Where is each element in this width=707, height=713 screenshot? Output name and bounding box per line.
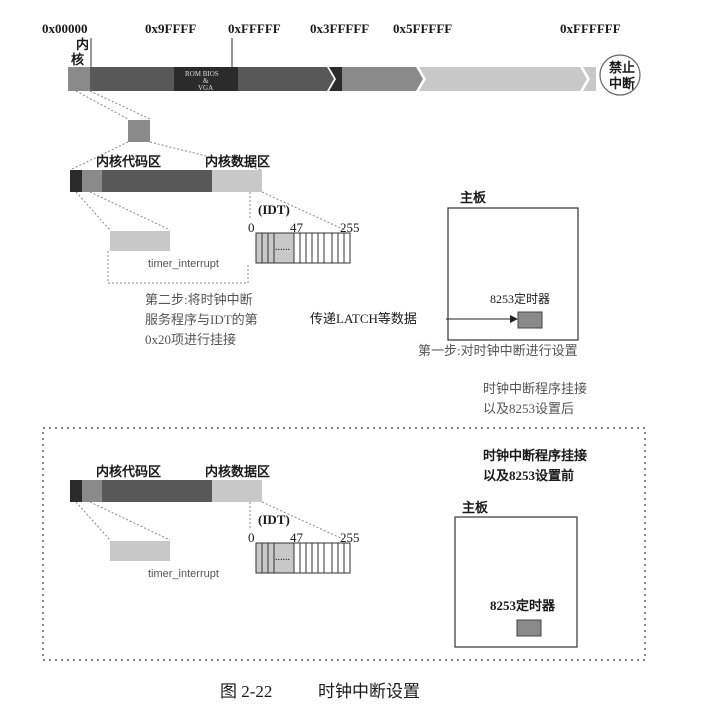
memory-segment-4 [583,67,596,91]
idt-index-47-before: 47 [290,530,304,545]
timer-interrupt-block-after [110,231,170,251]
address-label-0xfffff: 0xFFFFF [228,21,281,36]
timer-link-b [89,191,171,231]
before-state-frame [42,427,646,661]
idt-index-47-after: 47 [290,220,304,235]
idt-table-before [255,542,351,574]
caption-number: 图 2-22 [220,682,272,701]
kernel-data-area-before [212,480,262,502]
idt-label-before: (IDT) [258,512,290,527]
kernel-label-line2: 核 [71,52,84,67]
mainboard-label-before: 主板 [462,500,489,515]
before-state-note-line1: 时钟中断程序挂接 [483,448,587,463]
idt-index-0-after: 0 [248,220,255,235]
zoom-line-left [75,90,129,120]
caption-title: 时钟中断设置 [318,682,420,701]
address-label-0x3fffff: 0x3FFFFF [310,21,369,36]
memory-map: 0x00000 0x9FFFF 0xFFFFF 0x3FFFFF 0x5FFFF… [42,21,641,171]
idt-index-255-before: 255 [340,530,360,545]
timer-interrupt-block-before [110,541,170,561]
timer-chip-before [516,619,542,637]
zoom-line2-left [69,141,129,171]
rom-amp-label: & [203,77,209,85]
after-state-note-line2: 以及8253设置后 [483,401,574,416]
idt-table-after [255,232,351,264]
kernel-code-area-before [102,480,212,502]
idt-index-0-before: 0 [248,530,255,545]
address-label-0x00000: 0x00000 [42,21,88,36]
before-state-note-line2: 以及8253设置前 [483,468,574,483]
kernel-code-label-after: 内核代码区 [96,154,161,169]
before-state: 内核代码区 内核数据区 timer_interrupt (IDT) 0 47 2… [42,427,646,661]
idt-link-d [261,501,346,541]
mainboard-box-before [454,516,578,648]
figure-caption: 图 2-22 时钟中断设置 [220,682,420,701]
kernel-label-line1: 内 [76,37,89,52]
address-label-0xffffff: 0xFFFFFF [560,21,621,36]
timer-chip-label-after: 8253定时器 [490,291,550,306]
kernel-zoom-box [128,120,150,142]
kernel-code-head-after [70,170,82,192]
timer-interrupt-label-before: timer_interrupt [148,568,219,580]
idt-dots-before: ...... [275,552,290,563]
kernel-data-label-after: 内核数据区 [205,154,270,169]
zoom-line2-right [149,141,263,171]
step2-line2: 服务程序与IDT的第 [145,312,258,327]
kernel-data-area-after [212,170,262,192]
timer-link-a [75,191,111,231]
after-state: 内核代码区 内核数据区 timer_interrupt (IDT) 0 47 2… [70,154,587,416]
mainboard-label-after: 主板 [460,190,487,205]
kernel-code-label-before: 内核代码区 [96,464,161,479]
timer-link-c [75,501,111,541]
timer-link-d [89,501,171,541]
after-state-note-line1: 时钟中断程序挂接 [483,381,587,396]
disable-interrupt-circle [599,54,641,96]
kernel-data-label-before: 内核数据区 [205,464,270,479]
timer-chip-after [517,311,543,329]
timer-interrupt-label-after: timer_interrupt [148,258,219,270]
idt-label-after: (IDT) [258,202,290,217]
vga-label: VGA [198,84,213,92]
address-label-0x5fffff: 0x5FFFFF [393,21,452,36]
memory-segment-1 [238,67,334,91]
latch-note: 传递LATCH等数据 [310,311,417,326]
zoom-line-right [89,90,151,120]
memory-segment-3 [419,67,587,91]
idt-index-255-after: 255 [340,220,360,235]
hookup-bracket [107,251,249,284]
kernel-code-area-after [102,170,212,192]
kernel-code-part-b [82,480,102,502]
rom-bios-label: ROM BIOS [185,70,219,78]
low-memory-segment [90,67,174,91]
kernel-segment [68,67,90,91]
memory-segment-1b [329,67,342,91]
memory-segment-2 [342,67,423,91]
step1-note: 第一步:对时钟中断进行设置 [418,343,578,358]
address-label-0x9ffff: 0x9FFFF [145,21,196,36]
idt-link-b [261,191,346,231]
step2-line3: 0x20项进行挂接 [145,332,236,347]
timer-chip-label-before: 8253定时器 [490,598,556,613]
idt-dots-after: ...... [275,242,290,253]
disable-interrupt-line1: 禁止 [609,60,635,75]
rom-bios-vga-segment [174,67,238,91]
latch-arrow-head [510,315,518,323]
kernel-code-head-before [70,480,82,502]
kernel-code-part-a [82,170,102,192]
disable-interrupt-line2: 中断 [609,76,635,91]
step2-line1: 第二步:将时钟中断 [145,292,253,307]
